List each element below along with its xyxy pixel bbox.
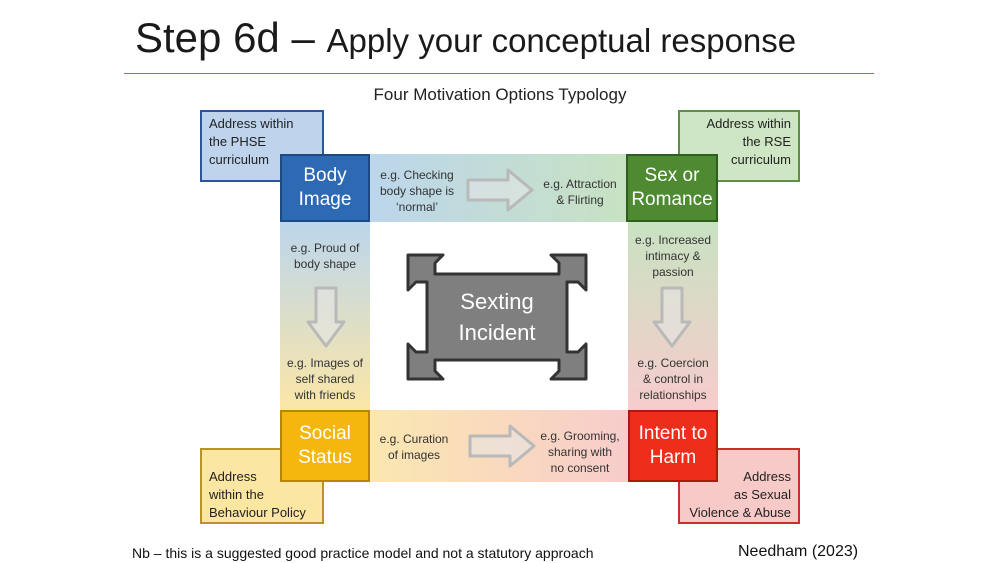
arrow-down-icon: [306, 286, 346, 348]
box-line: Status: [298, 447, 352, 468]
label-line: relationships: [639, 388, 707, 402]
label-line: body shape is: [379, 184, 455, 198]
title-dash: –: [279, 14, 327, 61]
label-line: self shared: [295, 372, 355, 386]
note-line: Violence & Abuse: [689, 505, 791, 520]
box-intent-to-harm: Intent to Harm: [628, 410, 718, 482]
example-increased-intimacy: e.g. Increased intimacy & passion: [628, 232, 718, 280]
center-line: Incident: [458, 320, 536, 345]
note-behaviour-policy: Address within the Behaviour Policy: [200, 448, 324, 524]
slide-title: Step 6d – Apply your conceptual response: [135, 14, 796, 62]
example-grooming-no-consent: e.g. Grooming, sharing with no consent: [530, 428, 630, 476]
note-line: Address within: [209, 116, 294, 131]
label-line: e.g. Images of: [286, 356, 364, 370]
center-sexting-incident: Sexting Incident: [432, 286, 562, 348]
label-line: with friends: [294, 388, 356, 402]
label-line: body shape: [293, 257, 357, 271]
four-way-arrow-icon: [406, 253, 588, 381]
label-line: no consent: [550, 461, 610, 475]
box-line: Intent to: [638, 423, 708, 444]
arrow-right-icon: [468, 424, 536, 468]
label-line: e.g. Proud of: [290, 241, 360, 255]
box-line: Social: [299, 423, 351, 444]
title-step: Step 6d: [135, 14, 280, 61]
note-line: curriculum: [731, 152, 791, 167]
label-line: e.g. Increased: [634, 233, 712, 247]
box-line: Romance: [631, 189, 713, 210]
box-line: Body: [303, 165, 347, 186]
note-line: Address: [209, 469, 257, 484]
note-line: within the: [209, 487, 264, 502]
label-line: sharing with: [547, 445, 613, 459]
label-line: & control in: [642, 372, 704, 386]
example-proud-of-body-shape: e.g. Proud of body shape: [280, 240, 370, 272]
note-line: as Sexual: [733, 487, 791, 502]
footnote: Nb – this is a suggested good practice m…: [132, 545, 594, 561]
example-curation-of-images: e.g. Curation of images: [374, 431, 454, 463]
box-line: Sex or: [644, 165, 700, 186]
title-rest: Apply your conceptual response: [326, 22, 797, 59]
label-line: passion: [652, 265, 694, 279]
example-checking-body-shape: e.g. Checking body shape is ‘normal’: [372, 167, 462, 215]
arrow-down-icon: [652, 286, 692, 348]
example-images-shared-with-friends: e.g. Images of self shared with friends: [280, 355, 370, 403]
title-divider: [124, 73, 874, 74]
note-line: Address within: [706, 116, 791, 131]
example-coercion-control: e.g. Coercion & control in relationships: [628, 355, 718, 403]
arrow-right-icon: [466, 168, 534, 212]
label-line: & Flirting: [556, 193, 604, 207]
diagram-subtitle: Four Motivation Options Typology: [373, 85, 627, 104]
center-line: Sexting: [460, 289, 534, 314]
box-line: Image: [298, 189, 352, 210]
note-phse: Address within the PHSE curriculum: [200, 110, 324, 182]
note-line: Behaviour Policy: [209, 505, 306, 520]
label-line: e.g. Coercion: [637, 356, 709, 370]
box-sex-or-romance: Sex or Romance: [626, 154, 718, 222]
label-line: ‘normal’: [395, 200, 438, 214]
box-line: Harm: [649, 447, 697, 468]
label-line: of images: [387, 448, 441, 462]
note-line: the RSE: [742, 134, 791, 149]
example-attraction-flirting: e.g. Attraction & Flirting: [530, 176, 630, 208]
label-line: e.g. Grooming,: [540, 429, 620, 443]
note-line: curriculum: [209, 152, 269, 167]
label-line: intimacy &: [645, 249, 701, 263]
label-line: e.g. Attraction: [543, 177, 617, 191]
label-line: e.g. Checking: [380, 168, 454, 182]
label-line: e.g. Curation: [379, 432, 449, 446]
note-line: Address: [743, 469, 791, 484]
citation: Needham (2023): [738, 543, 859, 560]
note-line: the PHSE: [209, 134, 267, 149]
